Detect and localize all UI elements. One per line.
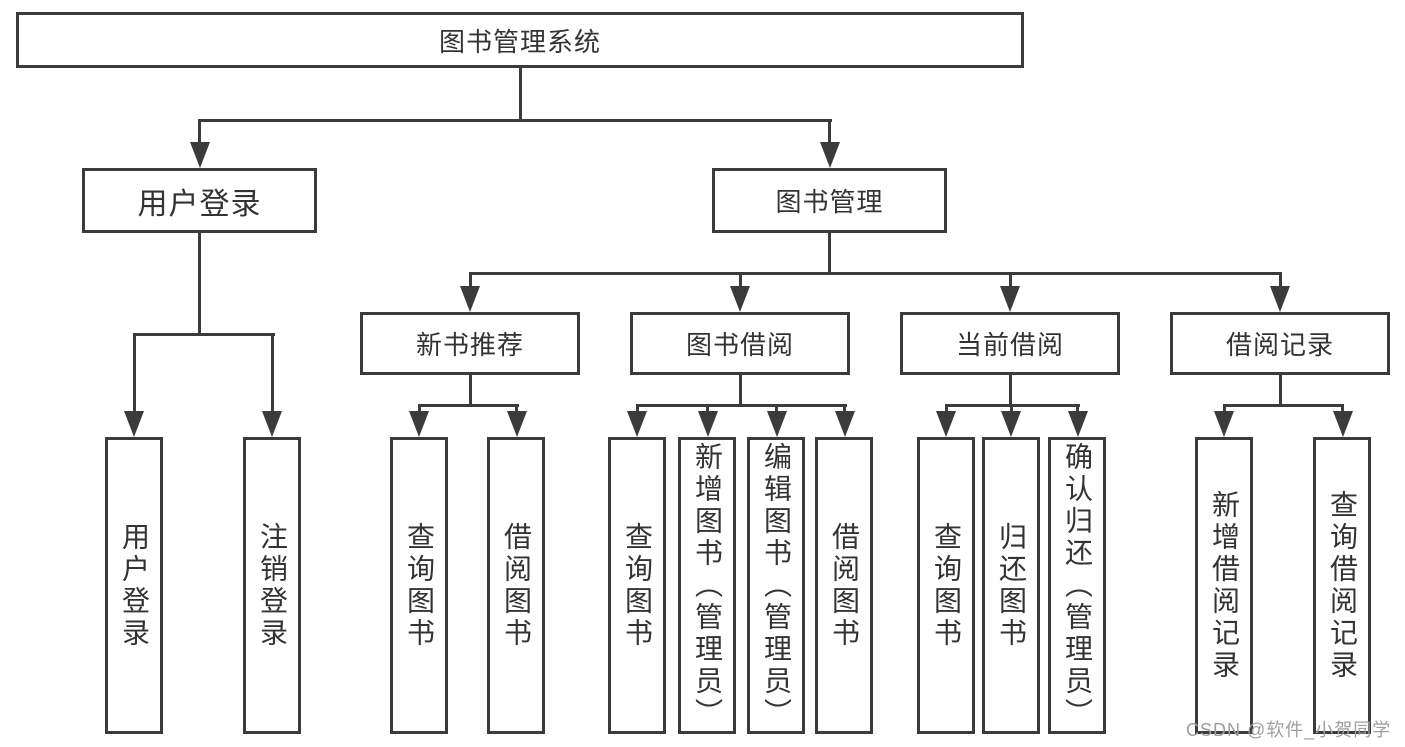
node-add-book-admin: 新增图书（管理员） — [678, 437, 736, 734]
node-label: 查询图书 — [931, 521, 962, 650]
connector-line — [518, 66, 522, 120]
connector-line — [198, 119, 201, 145]
connector-line — [828, 119, 831, 145]
connector-line — [738, 373, 742, 407]
node-user-login-branch: 用户登录 — [82, 168, 317, 233]
node-user-login: 用户登录 — [105, 437, 163, 734]
node-label: 编辑图书（管理员） — [761, 441, 792, 730]
connector-line — [944, 404, 948, 413]
node-label: 图书管理系统 — [438, 26, 601, 57]
node-label: 用户登录 — [137, 187, 262, 221]
node-label: 查询图书 — [404, 521, 435, 650]
node-label: 新书推荐 — [415, 330, 524, 360]
node-label: 用户登录 — [119, 521, 150, 650]
node-root: 图书管理系统 — [16, 12, 1024, 68]
connector-line — [1008, 272, 1012, 289]
arrow-down-icon — [1000, 286, 1020, 312]
arrow-down-icon — [506, 411, 527, 437]
connector-line — [1278, 272, 1282, 289]
connector-line — [198, 231, 201, 335]
arrow-down-icon — [697, 411, 718, 437]
arrow-down-icon — [1067, 411, 1088, 437]
connector-line — [468, 272, 1282, 275]
connector-line — [417, 404, 519, 407]
connector-line — [270, 333, 274, 413]
arrow-down-icon — [124, 411, 144, 437]
connector-line — [635, 404, 639, 413]
node-book-management: 图书管理 — [712, 168, 947, 233]
node-current-borrow: 当前借阅 — [900, 312, 1120, 375]
arrow-down-icon — [1001, 411, 1021, 437]
arrow-down-icon — [262, 411, 282, 437]
node-label: 新增借阅记录 — [1209, 489, 1240, 682]
node-return-book: 归还图书 — [982, 437, 1040, 734]
node-query-books-1: 查询图书 — [390, 437, 448, 734]
node-book-borrow: 图书借阅 — [630, 312, 850, 375]
connector-line — [775, 404, 778, 413]
arrow-down-icon — [730, 286, 750, 312]
connector-line — [132, 333, 275, 336]
connector-line — [828, 231, 831, 274]
node-label: 借阅记录 — [1225, 330, 1334, 360]
watermark: CSDN @软件_小贺同学 — [1186, 720, 1392, 740]
connector-line — [468, 272, 472, 289]
node-label: 图书借阅 — [685, 330, 794, 360]
node-label: 查询图书 — [622, 521, 653, 650]
node-query-books-3: 查询图书 — [917, 437, 975, 734]
arrow-down-icon — [627, 411, 647, 437]
node-label: 确认归还（管理员） — [1062, 441, 1093, 730]
arrow-down-icon — [936, 411, 956, 437]
connector-line — [635, 404, 847, 407]
connector-line — [706, 404, 709, 413]
connector-line — [1009, 404, 1013, 413]
node-borrow-books-1: 借阅图书 — [487, 437, 545, 734]
node-label: 新增图书（管理员） — [692, 441, 723, 730]
connector-line — [198, 119, 832, 122]
node-label: 查询借阅记录 — [1327, 489, 1358, 682]
connector-line — [1222, 404, 1344, 407]
node-borrow-books-2: 借阅图书 — [815, 437, 873, 734]
arrow-down-icon — [460, 286, 480, 312]
node-label: 借阅图书 — [829, 521, 860, 650]
node-confirm-return-admin: 确认归还（管理员） — [1048, 437, 1106, 734]
node-add-borrow-record: 新增借阅记录 — [1195, 437, 1253, 734]
node-logout: 注销登录 — [243, 437, 301, 734]
node-label: 图书管理 — [775, 187, 884, 217]
node-edit-book-admin: 编辑图书（管理员） — [747, 437, 805, 734]
connector-line — [468, 373, 472, 407]
node-query-borrow-record: 查询借阅记录 — [1313, 437, 1371, 734]
node-label: 注销登录 — [257, 521, 288, 650]
connector-line — [1278, 373, 1282, 407]
node-new-book-recommend: 新书推荐 — [360, 312, 580, 375]
connector-line — [843, 404, 846, 413]
connector-line — [1341, 404, 1344, 413]
arrow-down-icon — [1270, 286, 1290, 312]
arrow-down-icon — [1214, 411, 1234, 437]
connector-line — [738, 272, 742, 289]
node-label: 借阅图书 — [501, 521, 532, 650]
arrow-down-icon — [409, 411, 429, 437]
arrow-down-icon — [189, 142, 210, 168]
arrow-down-icon — [834, 411, 855, 437]
node-borrow-records: 借阅记录 — [1170, 312, 1390, 375]
node-label: 当前借阅 — [955, 330, 1064, 360]
connector-line — [1076, 404, 1079, 413]
connector-line — [1008, 373, 1012, 407]
connector-line — [132, 333, 136, 413]
arrow-down-icon — [1332, 411, 1353, 437]
node-label: 归还图书 — [996, 521, 1027, 650]
connector-line — [1222, 404, 1226, 413]
connector-line — [417, 404, 421, 413]
connector-line — [515, 404, 518, 413]
node-query-books-2: 查询图书 — [608, 437, 666, 734]
arrow-down-icon — [819, 142, 840, 168]
arrow-down-icon — [766, 411, 787, 437]
